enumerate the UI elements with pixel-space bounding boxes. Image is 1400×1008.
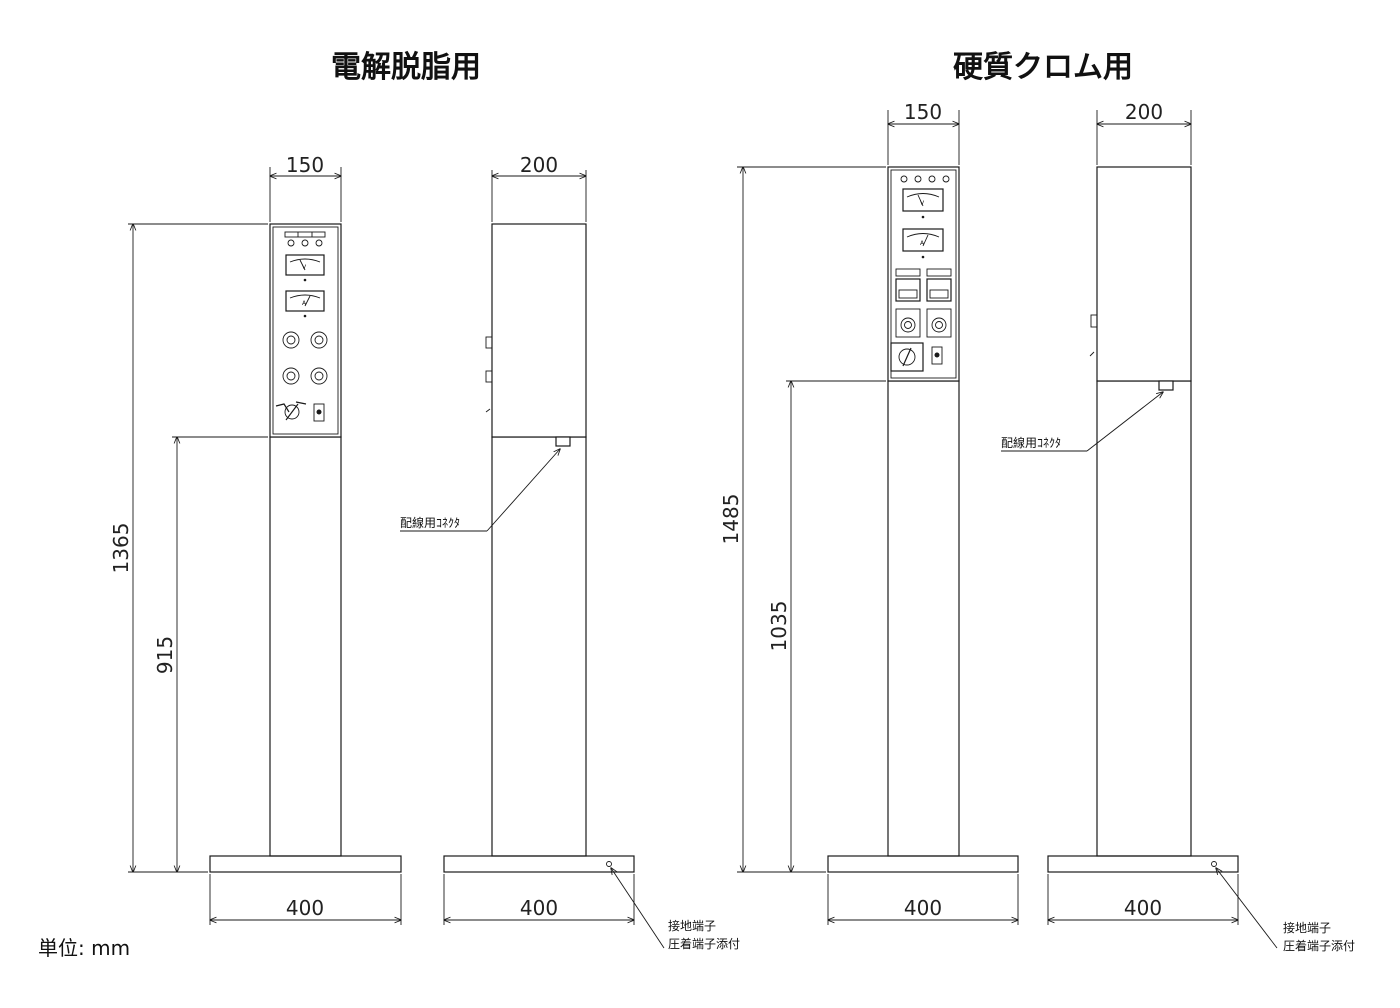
right-dial-1 <box>895 308 921 338</box>
right-side-pole <box>1096 380 1192 857</box>
left-front-pole <box>269 436 342 857</box>
title-hard-chrome: 硬質クロム用 <box>953 50 1133 85</box>
left-lamp-2 <box>301 239 309 247</box>
left-front-view: V A <box>209 223 402 873</box>
title-electrolytic-degreasing: 電解脱脂用 <box>331 50 481 85</box>
left-lamp-3 <box>315 239 323 247</box>
left-breaker-switch <box>275 401 307 421</box>
left-knob-2 <box>310 331 328 349</box>
right-ground-terminal <box>1211 861 1217 867</box>
right-wiring-connector <box>1158 380 1174 391</box>
svg-text:V: V <box>920 200 925 207</box>
right-side-dimensions: 200 400 配線用ｺﾈｸﾀ 接地端子 圧着端子添付 <box>1001 100 1355 953</box>
left-side-pole <box>491 436 587 857</box>
right-front-base <box>827 855 1019 873</box>
right-side-base-label: 400 <box>1124 896 1162 920</box>
left-push-button <box>313 403 325 422</box>
right-side-view <box>1047 166 1239 873</box>
right-total-height-label: 1485 <box>719 494 743 545</box>
right-front-width-label: 150 <box>904 100 942 124</box>
left-voltmeter: V <box>285 254 325 282</box>
left-side-box <box>491 223 587 438</box>
svg-text:A: A <box>302 300 307 307</box>
left-panel-height-label: 915 <box>153 636 177 674</box>
right-connector-label: 配線用ｺﾈｸﾀ <box>1001 435 1061 450</box>
right-lamp-1 <box>900 175 908 183</box>
right-ground-label-1: 接地端子 <box>1283 920 1331 935</box>
right-front-pole <box>887 380 960 857</box>
right-counter-2 <box>926 268 952 302</box>
left-side-dimensions: 200 400 配線用ｺﾈｸﾀ 接地端子 圧着端子添付 <box>400 153 740 951</box>
right-side-base <box>1047 855 1239 873</box>
right-voltmeter: V <box>902 188 944 219</box>
unit-label: 単位: mm <box>38 936 130 960</box>
right-ground-label-2: 圧着端子添付 <box>1283 938 1355 953</box>
right-lamp-2 <box>914 175 922 183</box>
left-ground-label-1: 接地端子 <box>668 918 716 933</box>
left-side-depth-label: 200 <box>520 153 558 177</box>
left-knob-1 <box>282 331 300 349</box>
right-lamp-3 <box>928 175 936 183</box>
right-lamp-4 <box>942 175 950 183</box>
left-connector-label: 配線用ｺﾈｸﾀ <box>400 515 460 530</box>
right-base-width-label: 400 <box>904 896 942 920</box>
svg-text:A: A <box>920 240 925 247</box>
left-ammeter: A <box>285 290 325 318</box>
left-knob-4 <box>310 367 328 385</box>
left-base-width-label: 400 <box>286 896 324 920</box>
right-panel-height-label: 1035 <box>767 601 791 652</box>
left-front-dimensions: 150 400 1365 915 <box>109 153 401 925</box>
right-selector-switch <box>890 342 924 372</box>
left-ground-terminal <box>606 861 612 867</box>
left-lamp-1 <box>287 239 295 247</box>
left-side-base-label: 400 <box>520 896 558 920</box>
svg-text:V: V <box>302 264 307 271</box>
right-dial-2 <box>926 308 952 338</box>
right-side-box <box>1096 166 1192 382</box>
left-ground-label-2: 圧着端子添付 <box>668 936 740 951</box>
right-push-button <box>931 346 943 365</box>
left-front-base <box>209 855 402 873</box>
left-wiring-connector <box>555 436 571 447</box>
left-side-base <box>443 855 635 873</box>
left-knob-3 <box>282 367 300 385</box>
right-front-view: V A <box>827 166 1019 873</box>
right-counter-1 <box>895 268 921 302</box>
right-side-depth-label: 200 <box>1125 100 1163 124</box>
left-front-width-label: 150 <box>286 153 324 177</box>
left-control-panel <box>269 223 342 438</box>
left-total-height-label: 1365 <box>109 523 133 574</box>
right-ammeter: A <box>902 228 944 259</box>
right-front-dimensions: 150 400 1485 1035 <box>719 100 1018 925</box>
left-side-view <box>443 223 635 873</box>
